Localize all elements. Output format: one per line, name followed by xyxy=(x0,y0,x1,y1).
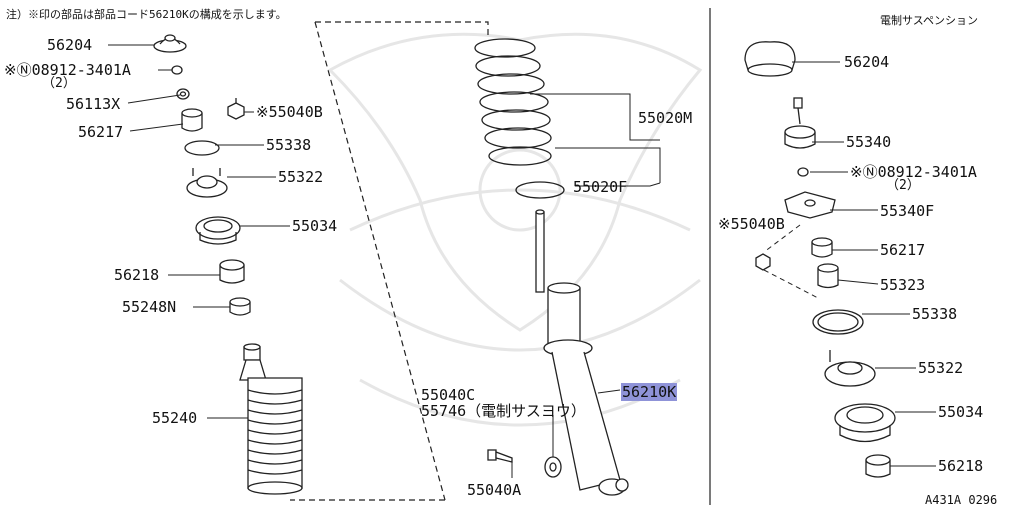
label-55746[interactable]: 55746（電制サスヨウ） xyxy=(421,402,586,420)
watermark-emblem xyxy=(327,32,703,427)
part-08912-nut-right[interactable] xyxy=(797,167,809,177)
part-56217-right[interactable] xyxy=(811,237,833,258)
label-55020m[interactable]: 55020M xyxy=(638,109,693,127)
part-55040b-nut-right[interactable] xyxy=(755,253,771,271)
part-56210k-shock-absorber[interactable] xyxy=(535,209,629,496)
label-55340[interactable]: 55340 xyxy=(846,133,892,151)
section-subtitle: 電制サスペンション xyxy=(880,14,979,27)
part-55040a-bolt[interactable] xyxy=(487,449,513,463)
part-55338-right[interactable] xyxy=(812,309,864,335)
label-56217-right[interactable]: 56217 xyxy=(880,241,926,259)
label-55040b-left[interactable]: ※55040B xyxy=(256,103,323,121)
part-55020m-spring[interactable] xyxy=(474,38,552,166)
part-55340f[interactable] xyxy=(784,191,836,219)
label-08912-right[interactable]: ※Ⓝ08912-3401A xyxy=(850,163,977,181)
part-55322-right[interactable] xyxy=(824,350,876,387)
label-56217-left[interactable]: 56217 xyxy=(78,123,124,141)
part-55323[interactable] xyxy=(817,263,839,289)
label-08912-left-qty: （2） xyxy=(42,76,76,91)
figure-code: A431A 0296 xyxy=(925,493,998,507)
part-55020f[interactable] xyxy=(515,181,565,199)
label-55040a[interactable]: 55040A xyxy=(467,481,522,499)
part-55240-boot[interactable] xyxy=(239,343,303,495)
part-56204-left[interactable] xyxy=(153,34,187,53)
label-56113x[interactable]: 56113X xyxy=(66,95,121,113)
label-55034-left[interactable]: 55034 xyxy=(292,217,338,235)
label-08912-left[interactable]: ※Ⓝ08912-3401A xyxy=(4,61,131,79)
label-55322-right[interactable]: 55322 xyxy=(918,359,964,377)
label-55322-left[interactable]: 55322 xyxy=(278,168,324,186)
label-55248n[interactable]: 55248N xyxy=(122,298,177,316)
part-55248n[interactable] xyxy=(229,297,251,316)
label-55323[interactable]: 55323 xyxy=(880,276,926,294)
label-56210k-highlight: 56210K xyxy=(621,383,678,401)
part-55340[interactable] xyxy=(784,97,816,149)
label-56204-left[interactable]: 56204 xyxy=(47,36,93,54)
label-55040b-right[interactable]: ※55040B xyxy=(718,215,785,233)
part-56113x[interactable] xyxy=(176,88,190,100)
part-55040b-nut-left[interactable] xyxy=(227,98,245,120)
part-56218-right[interactable] xyxy=(865,454,891,478)
part-56204-right[interactable] xyxy=(744,41,796,77)
label-55340f[interactable]: 55340F xyxy=(880,202,935,220)
part-56218-left[interactable] xyxy=(219,259,245,284)
label-55338-right[interactable]: 55338 xyxy=(912,305,958,323)
label-55020f[interactable]: 55020F xyxy=(573,178,628,196)
part-55322-left[interactable] xyxy=(186,168,228,198)
part-08912-nut-left[interactable] xyxy=(171,65,183,75)
part-55034-right[interactable] xyxy=(834,403,896,443)
label-08912-right-qty: （2） xyxy=(886,178,920,193)
label-55338-left[interactable]: 55338 xyxy=(266,136,312,154)
part-56217-left[interactable] xyxy=(181,108,203,132)
label-55034-right[interactable]: 55034 xyxy=(938,403,984,421)
label-56210k[interactable]: 56210K xyxy=(621,383,678,401)
label-56204-right[interactable]: 56204 xyxy=(844,53,890,71)
label-55240[interactable]: 55240 xyxy=(152,409,198,427)
top-note: 注）※印の部品は部品コード56210Kの構成を示します。 xyxy=(6,8,287,21)
leader-lines xyxy=(108,44,936,478)
label-56218-right[interactable]: 56218 xyxy=(938,457,984,475)
label-56218-left[interactable]: 56218 xyxy=(114,266,160,284)
part-55034-left[interactable] xyxy=(195,216,241,245)
part-55746-washer[interactable] xyxy=(544,456,562,478)
label-55040c[interactable]: 55040C xyxy=(421,386,476,404)
part-55338-left[interactable] xyxy=(184,140,220,156)
assembly-bracket xyxy=(290,21,489,501)
